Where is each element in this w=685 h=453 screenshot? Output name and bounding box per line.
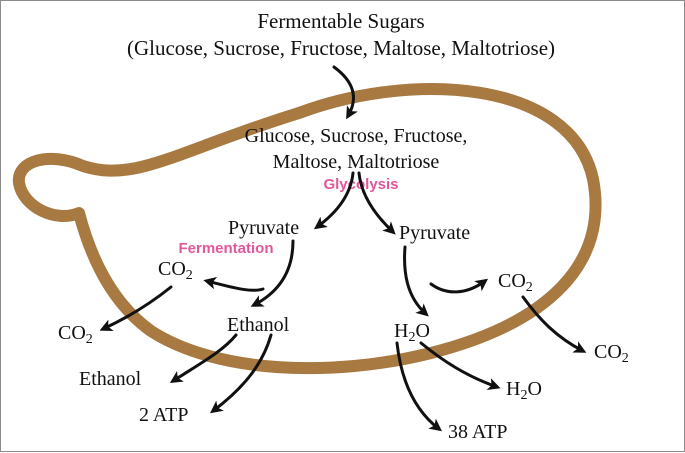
- arrow-glycolysis-right: [357, 171, 396, 235]
- ethanol-internal: Ethanol: [227, 314, 290, 336]
- h2o-external: H2O: [506, 378, 542, 403]
- pyruvate-fermentation: Pyruvate: [228, 217, 299, 239]
- co2-respiration-external: CO2: [594, 341, 629, 366]
- arrow-co2-export-fermentation: [99, 285, 173, 332]
- co2-fermentation-internal: CO2: [158, 258, 193, 283]
- pyruvate-respiration: Pyruvate: [399, 222, 470, 244]
- arrow-uptake: [332, 65, 358, 120]
- internal-sugars-line2: Maltose, Maltotriose: [273, 151, 440, 173]
- fermentation-label: Fermentation: [178, 240, 273, 257]
- arrow-respiration-co2: [429, 278, 489, 294]
- arrow-h2o-export: [419, 341, 501, 390]
- arrow-pyruvate-to-h2o: [403, 245, 429, 317]
- header-sugar-list: (Glucose, Sucrose, Fructose, Maltose, Ma…: [127, 36, 555, 60]
- arrow-co2-export-respiration: [521, 295, 587, 353]
- atp-respiration-yield: 38 ATP: [448, 421, 507, 443]
- internal-sugars-line1: Glucose, Sucrose, Fructose,: [245, 125, 468, 147]
- co2-respiration-internal: CO2: [498, 270, 533, 295]
- yeast-cell-wall: [12, 83, 602, 375]
- arrow-ethanol-export: [169, 333, 238, 384]
- co2-fermentation-external: CO2: [58, 322, 93, 347]
- h2o-internal: H2O: [394, 320, 430, 345]
- pathway-arrows: [99, 65, 587, 432]
- arrow-atp-respiration: [395, 341, 442, 432]
- arrow-fermentation-co2: [203, 277, 265, 292]
- arrow-pyruvate-to-ethanol: [250, 239, 295, 307]
- atp-fermentation-yield: 2 ATP: [139, 404, 188, 426]
- header-title: Fermentable Sugars: [257, 9, 424, 33]
- arrow-atp-fermentation: [209, 333, 273, 414]
- arrow-glycolysis-left: [313, 171, 355, 230]
- ethanol-external: Ethanol: [79, 368, 142, 390]
